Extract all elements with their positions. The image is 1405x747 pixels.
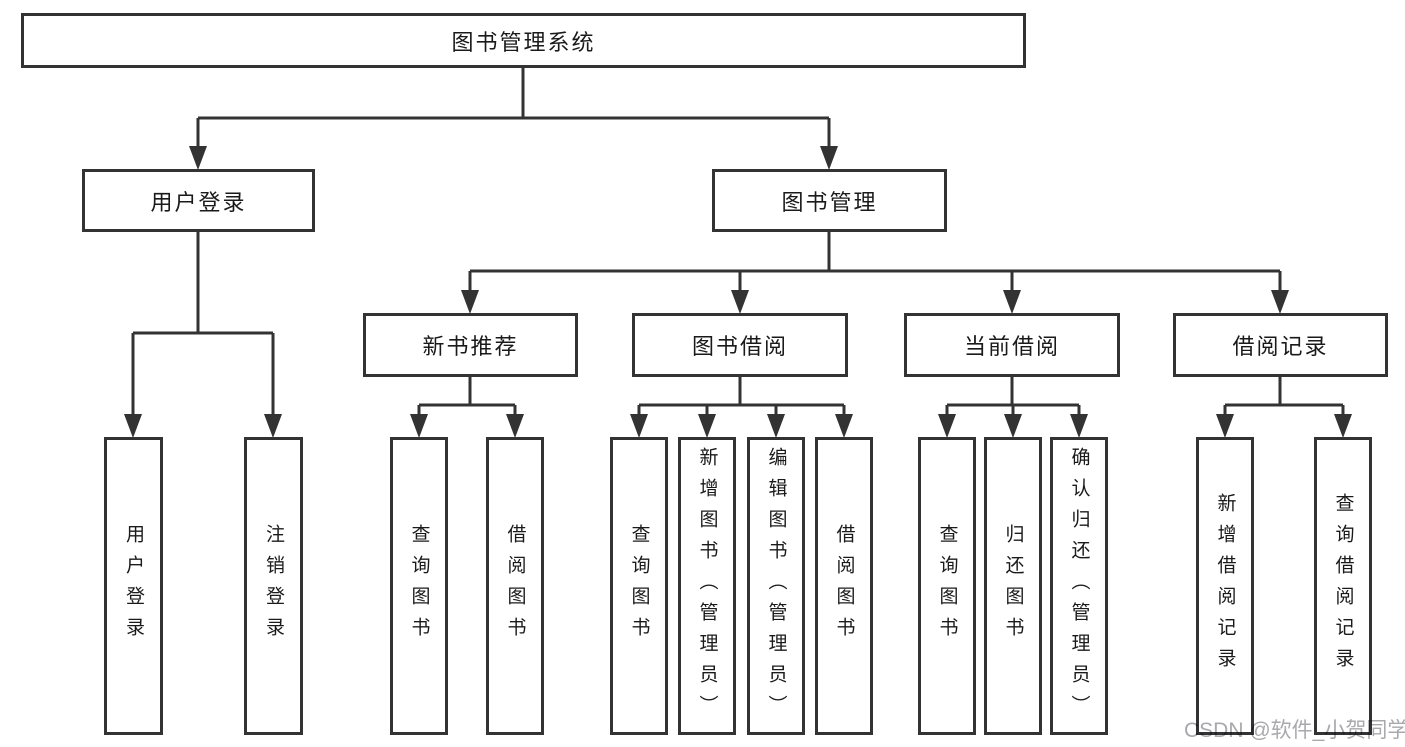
leaf-user-login-label: 用户登录 [123, 524, 144, 648]
arrowhead-icon [630, 414, 648, 438]
arrowhead-icon [506, 414, 524, 438]
arrowhead-icon [1070, 414, 1088, 438]
arrowhead-icon [1004, 414, 1022, 438]
node-current-borrow-label: 当前借阅 [963, 334, 1060, 359]
arrowhead-icon [1216, 414, 1234, 438]
node-book-borrow: 图书借阅 [632, 313, 848, 377]
arrowhead-icon [835, 414, 853, 438]
node-book-borrow-label: 图书借阅 [691, 334, 788, 359]
leaf-recommend-query-books-label: 查询图书 [408, 524, 430, 648]
arrowhead-icon [189, 146, 207, 170]
connector-user-login-to-leaves [131, 230, 275, 430]
leaf-records-add-borrow-record: 新增借阅记录 [1196, 437, 1254, 735]
connector-book-borrow-to-leaves [637, 375, 846, 430]
leaf-borrow-add-books-admin-label: 新增图书（管理员） [696, 446, 718, 726]
arrowhead-icon [820, 146, 838, 170]
connector-root-to-level2 [196, 66, 831, 162]
arrowhead-icon [264, 414, 282, 438]
node-user-login-label: 用户登录 [150, 189, 247, 215]
node-root: 图书管理系统 [21, 13, 1026, 68]
leaf-current-confirm-return-admin-label: 确认归还（管理员） [1068, 446, 1090, 726]
leaf-current-confirm-return-admin: 确认归还（管理员） [1050, 437, 1108, 735]
leaf-borrow-edit-books-admin-label: 编辑图书（管理员） [765, 446, 787, 726]
arrowhead-icon [1271, 290, 1289, 314]
leaf-records-add-borrow-record-label: 新增借阅记录 [1214, 493, 1236, 679]
leaf-current-query-books: 查询图书 [918, 437, 976, 735]
leaf-records-query-borrow-record-label: 查询借阅记录 [1332, 493, 1354, 679]
node-root-label: 图书管理系统 [451, 29, 596, 55]
leaf-records-query-borrow-record: 查询借阅记录 [1314, 437, 1372, 735]
arrowhead-icon [767, 414, 785, 438]
leaf-user-login: 用户登录 [104, 437, 163, 735]
leaf-logout-label: 注销登录 [263, 524, 284, 648]
node-new-book-recommend-label: 新书推荐 [422, 334, 519, 359]
arrowhead-icon [698, 414, 716, 438]
arrowhead-icon [410, 414, 428, 438]
leaf-borrow-add-books-admin: 新增图书（管理员） [678, 437, 736, 735]
connector-new-book-recommend-to-leaves [417, 375, 517, 430]
connector-borrow-records-to-leaves [1223, 375, 1345, 430]
leaf-recommend-query-books: 查询图书 [390, 437, 448, 735]
leaf-borrow-query-books-label: 查询图书 [628, 524, 650, 648]
arrowhead-icon [1003, 290, 1021, 314]
node-book-management-label: 图书管理 [781, 189, 878, 215]
arrowhead-icon [124, 414, 142, 438]
csdn-watermark: CSDN @软件_小贺同学 [1184, 719, 1405, 742]
leaf-current-return-books: 归还图书 [984, 437, 1042, 735]
leaf-borrow-borrow-books: 借阅图书 [815, 437, 873, 735]
node-new-book-recommend: 新书推荐 [363, 313, 578, 377]
leaf-borrow-query-books: 查询图书 [610, 437, 668, 735]
node-user-login: 用户登录 [82, 169, 315, 232]
leaf-current-return-books-label: 归还图书 [1002, 524, 1024, 648]
leaf-recommend-borrow-books: 借阅图书 [486, 437, 544, 735]
node-current-borrow: 当前借阅 [904, 313, 1120, 377]
arrowhead-icon [938, 414, 956, 438]
node-borrow-records: 借阅记录 [1173, 313, 1388, 377]
node-book-management: 图书管理 [712, 169, 947, 232]
leaf-logout: 注销登录 [244, 437, 303, 735]
node-borrow-records-label: 借阅记录 [1232, 334, 1329, 359]
arrowhead-icon [1334, 414, 1352, 438]
arrowheads [124, 146, 1352, 438]
arrowhead-icon [731, 290, 749, 314]
connector-book-management-to-level3 [468, 230, 1282, 306]
leaf-current-query-books-label: 查询图书 [936, 524, 958, 648]
leaf-borrow-borrow-books-label: 借阅图书 [833, 524, 855, 648]
arrowhead-icon [461, 290, 479, 314]
leaf-borrow-edit-books-admin: 编辑图书（管理员） [747, 437, 805, 735]
leaf-recommend-borrow-books-label: 借阅图书 [504, 524, 526, 648]
